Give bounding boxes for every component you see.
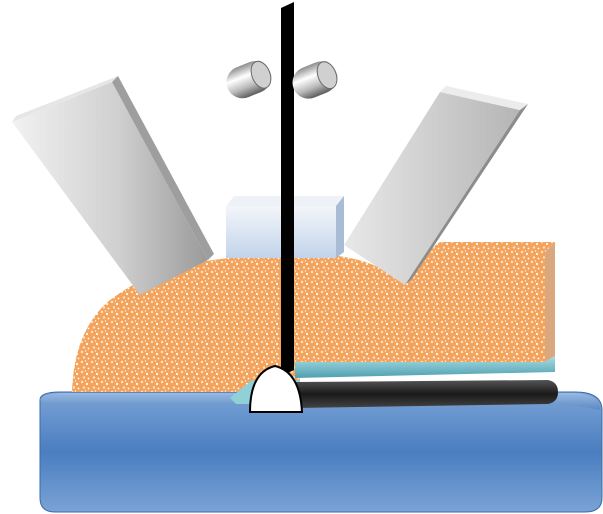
base-platform bbox=[40, 392, 602, 512]
dark-strip bbox=[296, 380, 558, 408]
right-roller bbox=[288, 57, 343, 104]
powder-side-face bbox=[545, 242, 555, 362]
vertical-blade bbox=[281, 2, 294, 376]
left-roller bbox=[222, 56, 277, 103]
left-panel bbox=[12, 76, 214, 295]
